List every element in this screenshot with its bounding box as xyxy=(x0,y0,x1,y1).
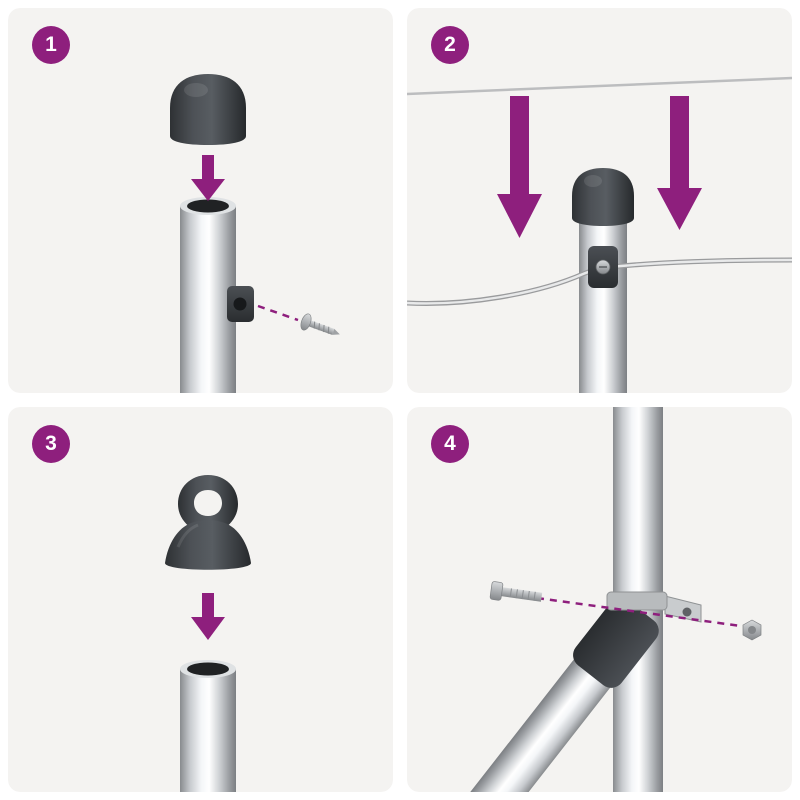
panel-step-1 xyxy=(8,8,393,393)
step-badge-3: 3 xyxy=(32,425,70,463)
down-arrow-icon xyxy=(191,593,225,640)
panel-step-2 xyxy=(407,8,792,393)
eyelet-loop xyxy=(178,475,238,528)
brace-connector xyxy=(573,598,659,688)
pole-open-top xyxy=(180,660,236,792)
bolt xyxy=(489,581,543,602)
nut xyxy=(742,619,762,641)
panel-background xyxy=(8,407,393,792)
wire-bracket xyxy=(588,246,618,288)
clothesline-wire-top xyxy=(407,76,792,96)
panel-step-3 xyxy=(8,407,393,792)
down-arrow-icon xyxy=(191,155,225,201)
down-arrow-icon xyxy=(657,96,702,230)
wire-bracket xyxy=(227,286,254,322)
end-cap xyxy=(170,74,246,145)
step-badge-4: 4 xyxy=(431,425,469,463)
pole-open-top xyxy=(180,197,236,393)
down-arrow-icon xyxy=(497,96,542,238)
panel-step-4 xyxy=(407,407,792,792)
pole xyxy=(579,218,627,393)
panel-background xyxy=(407,407,792,792)
screw xyxy=(300,313,340,335)
dashed-guide-line xyxy=(536,596,742,628)
end-cap xyxy=(572,168,634,226)
step-badge-2: 2 xyxy=(431,26,469,64)
eyelet-cap-body xyxy=(165,520,251,570)
step-badge-1: 1 xyxy=(32,26,70,64)
mounting-strap xyxy=(606,591,702,623)
eyelet-cap xyxy=(165,475,251,570)
